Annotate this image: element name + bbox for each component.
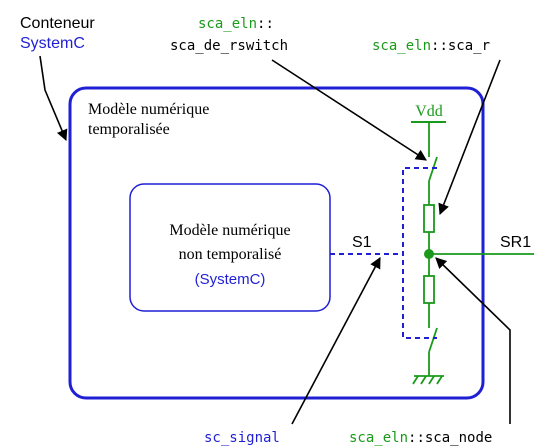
resistor-sep: :: (431, 38, 448, 54)
switch-type-label-ns: sca_eln:: (198, 16, 274, 32)
node-name: sca_node (425, 430, 492, 446)
timed-model-label-line1: Modèle numérique (88, 101, 209, 118)
timed-model-label-line2: temporalisée (88, 121, 170, 138)
switch-type-label-name: sca_de_rswitch (170, 38, 288, 54)
switch-pointer-arrow (271, 59, 427, 161)
untimed-model-label-line3: (SystemC) (195, 271, 266, 288)
untimed-model-label-line1: Modèle numérique (169, 222, 290, 239)
s1-label: S1 (352, 234, 372, 251)
node-type-label: sca_eln::sca_node (349, 430, 492, 446)
container-pointer-arrow (39, 55, 68, 142)
resistor-type-label: sca_eln::sca_r (372, 38, 490, 54)
bottom-resistor (423, 275, 435, 304)
vdd-label: Vdd (415, 103, 443, 120)
systemc-container-box (68, 86, 485, 400)
bottom-switch-blade (428, 327, 438, 353)
ground-icon (412, 375, 444, 385)
sc-signal-label: sc_signal (204, 430, 280, 446)
resistor-pointer-arrow (438, 59, 501, 216)
container-label-line1: Conteneur (20, 15, 95, 32)
switch-prefix: sca_eln (198, 16, 257, 32)
node-sep: :: (408, 430, 425, 446)
node-pointer-arrow (435, 257, 511, 424)
container-label-line2: SystemC (20, 35, 85, 52)
node-prefix: sca_eln (349, 430, 408, 446)
sr1-label: SR1 (500, 234, 531, 251)
untimed-model-label-line2: non temporalisé (179, 246, 282, 263)
switch-sep: :: (257, 16, 274, 32)
resistor-prefix: sca_eln (372, 38, 431, 54)
resistor-name: sca_r (448, 38, 490, 54)
sc-signal-pointer-arrow (291, 257, 381, 425)
top-resistor (423, 204, 435, 233)
untimed-model-box (129, 183, 331, 312)
